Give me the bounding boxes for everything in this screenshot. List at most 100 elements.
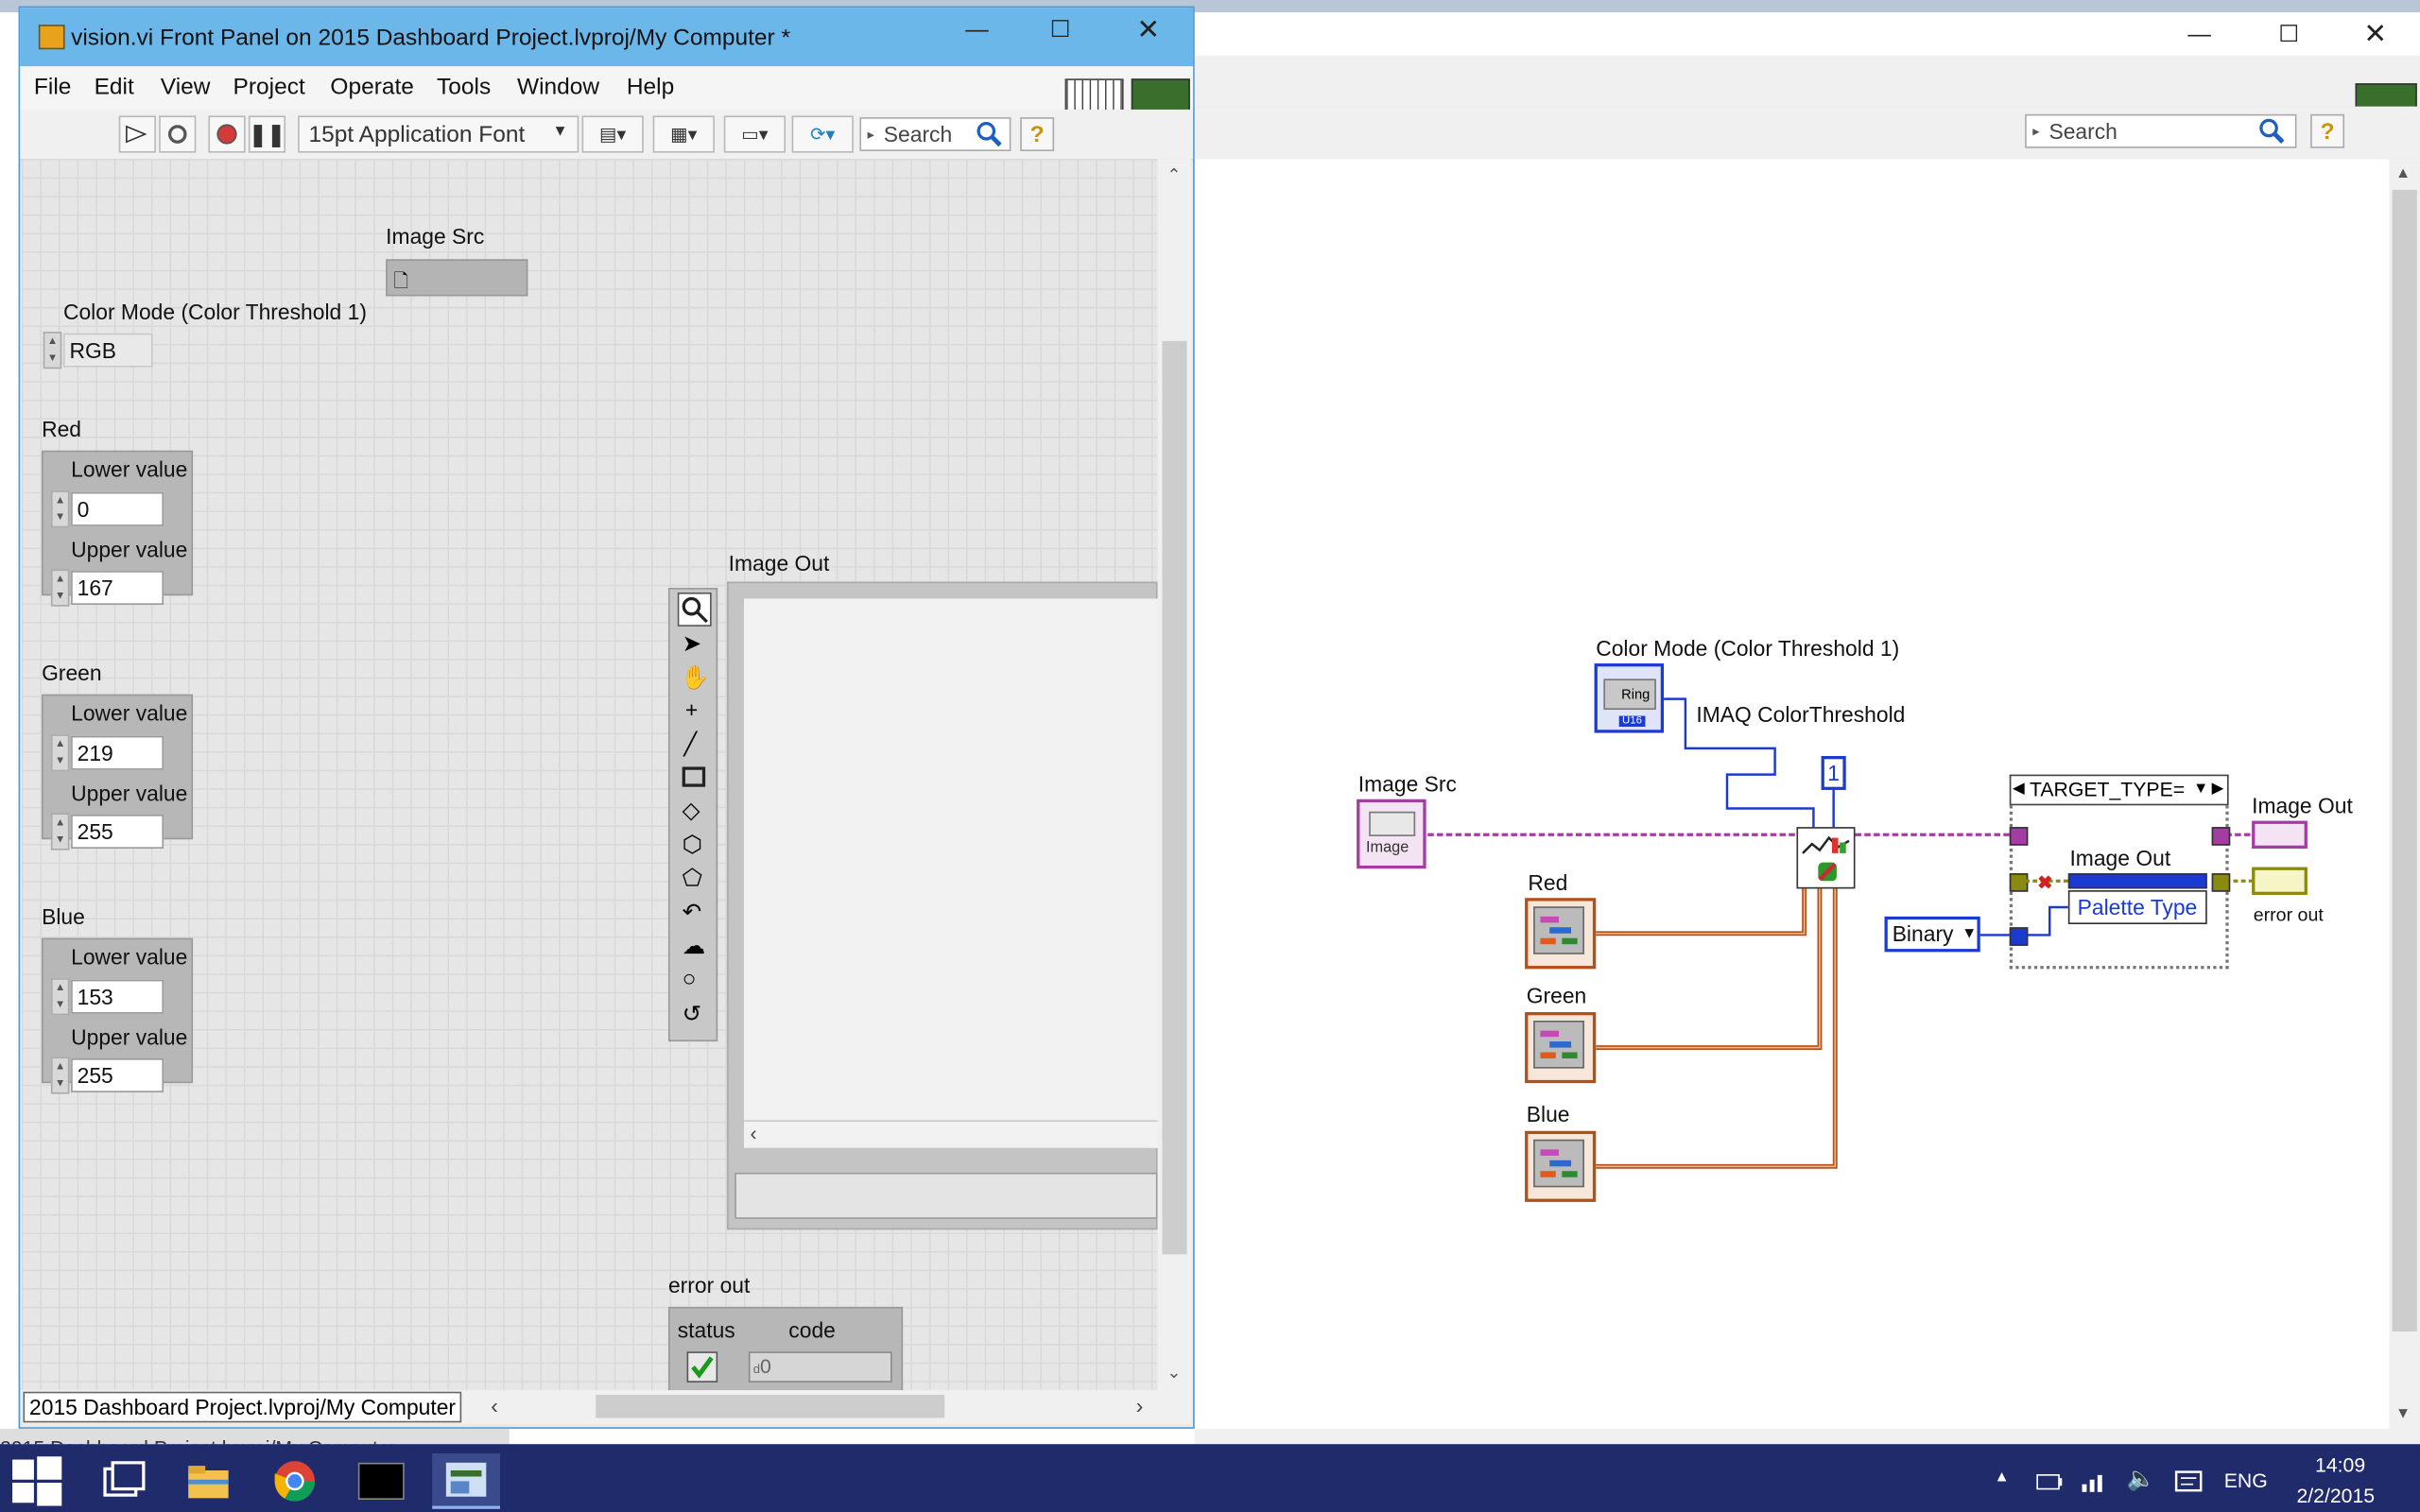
clock-time[interactable]: 14:09 <box>2315 1453 2366 1477</box>
terminal-button[interactable] <box>347 1453 415 1509</box>
case-prev-icon[interactable]: ◀ <box>2013 781 2025 799</box>
menu-view[interactable]: View <box>160 74 211 101</box>
red-upper-value[interactable]: ▲▼ 167 <box>50 569 165 607</box>
bd-scroll-thumb[interactable] <box>2392 189 2417 1332</box>
binary-constant[interactable]: Binary ▼ <box>1884 916 1980 953</box>
distribute-objects-button[interactable]: ▦▾ <box>652 115 715 153</box>
image-out-terminal[interactable] <box>2252 820 2308 849</box>
file-explorer-button[interactable] <box>174 1453 242 1509</box>
menu-project[interactable]: Project <box>233 74 305 101</box>
line-tool-icon[interactable]: ╱ <box>683 730 698 757</box>
help-button[interactable]: ? <box>2310 113 2345 148</box>
reorder-button[interactable]: ⟳▾ <box>791 115 854 153</box>
fp-vertical-scrollbar[interactable]: ⌃ ⌄ <box>1157 159 1192 1391</box>
color-mode-ring[interactable]: ▲▼ RGB <box>43 332 155 369</box>
error-out-terminal[interactable] <box>2252 867 2308 895</box>
fp-hscroll-thumb[interactable] <box>596 1394 945 1418</box>
menu-help[interactable]: Help <box>626 74 675 101</box>
tray-overflow-icon[interactable]: ▲ <box>1994 1469 2010 1486</box>
fp-scroll-thumb[interactable] <box>1162 340 1187 1255</box>
image-hscrollbar[interactable]: ‹ <box>743 1120 1158 1148</box>
green-upper-value[interactable]: ▲▼ 255 <box>50 813 165 850</box>
start-button[interactable] <box>3 1453 71 1509</box>
color-mode-ring-terminal[interactable]: Ring U16 <box>1594 663 1665 733</box>
scroll-up-icon[interactable]: ⌃ <box>1167 166 1182 185</box>
zoom-tool-icon[interactable] <box>677 592 712 627</box>
case-dropdown-icon[interactable]: ▼ <box>2193 781 2209 799</box>
align-objects-button[interactable]: ▤▾ <box>581 115 644 153</box>
case-next-icon[interactable]: ▶ <box>2211 781 2224 799</box>
broken-line-tool-icon[interactable]: ↺ <box>682 1001 702 1028</box>
clock-date[interactable]: 2/2/2015 <box>2296 1484 2376 1508</box>
close-icon[interactable]: ✕ <box>1136 12 1161 44</box>
scroll-left-icon[interactable]: ‹ <box>750 1121 757 1145</box>
scroll-left-icon[interactable]: ‹ <box>491 1393 498 1418</box>
imaq-colorthreshold-vi[interactable] <box>1796 827 1856 889</box>
scroll-down-icon[interactable]: ▼ <box>2394 1405 2411 1423</box>
red-cluster-terminal[interactable] <box>1525 898 1597 970</box>
fp-search-input[interactable]: ▸ Search <box>859 117 1011 152</box>
run-button[interactable] <box>118 115 156 153</box>
rectangle-tool-icon[interactable] <box>682 766 706 787</box>
labview-taskbar-button[interactable] <box>432 1453 500 1509</box>
menu-window[interactable]: Window <box>516 74 600 101</box>
ring-stepper-icon[interactable]: ▲▼ <box>43 332 62 369</box>
menu-edit[interactable]: Edit <box>94 74 134 101</box>
font-dropdown[interactable]: 15pt Application Font ▼ <box>298 115 579 153</box>
bd-search-input[interactable]: ▸ Search <box>2025 113 2297 148</box>
pointer-tool-icon[interactable]: ➤ <box>682 630 702 658</box>
annulus-tool-icon[interactable]: ⬡ <box>682 832 703 858</box>
help-button[interactable]: ? <box>1020 117 1055 152</box>
network-icon[interactable] <box>2081 1469 2108 1498</box>
bd-horizontal-scrollbar[interactable] <box>1194 1428 2420 1445</box>
blue-lower-value[interactable]: ▲▼ 153 <box>50 978 165 1016</box>
rotated-rectangle-tool-icon[interactable]: ◇ <box>682 798 700 824</box>
point-tool-icon[interactable]: + <box>684 696 699 723</box>
property-node-header[interactable] <box>2067 873 2207 889</box>
stepper-icon[interactable]: ▲▼ <box>50 734 70 772</box>
scroll-down-icon[interactable]: ⌄ <box>1167 1364 1182 1383</box>
minimize-icon[interactable]: — <box>2187 21 2211 47</box>
green-cluster-terminal[interactable] <box>1525 1012 1597 1084</box>
blue-cluster-terminal[interactable] <box>1525 1130 1597 1202</box>
close-icon[interactable]: ✕ <box>2363 17 2388 49</box>
oval-tool-icon[interactable]: ○ <box>682 966 697 992</box>
project-path-field[interactable]: 2015 Dashboard Project.lvproj/My Compute… <box>23 1391 462 1423</box>
case-selector[interactable]: ◀ TARGET_TYPE= ▼ ▶ <box>2009 774 2229 806</box>
pause-button[interactable]: ❚❚ <box>248 115 286 153</box>
image-src-control[interactable]: 🗋 <box>386 259 528 297</box>
volume-icon[interactable]: 🔈 <box>2126 1466 2156 1492</box>
maximize-icon[interactable]: ☐ <box>1049 16 1071 43</box>
polygon-tool-icon[interactable]: ⬠ <box>682 865 702 892</box>
minimize-icon[interactable]: — <box>965 16 989 43</box>
bd-vertical-scrollbar[interactable]: ▲ ▼ <box>2389 159 2420 1433</box>
language-indicator[interactable]: ENG <box>2223 1469 2268 1492</box>
freehand-region-tool-icon[interactable]: ☁ <box>682 933 706 960</box>
maximize-icon[interactable]: ☐ <box>2278 21 2300 48</box>
power-icon[interactable] <box>2034 1469 2066 1498</box>
scroll-right-icon[interactable]: › <box>1135 1393 1144 1418</box>
scroll-up-icon[interactable]: ▲ <box>2394 164 2411 182</box>
menu-operate[interactable]: Operate <box>330 74 414 101</box>
abort-button[interactable] <box>208 115 246 153</box>
constant-one[interactable]: 1 <box>1821 756 1846 790</box>
action-center-icon[interactable] <box>2173 1469 2204 1501</box>
stepper-icon[interactable]: ▲▼ <box>50 813 70 850</box>
freehand-line-tool-icon[interactable]: ↶ <box>682 899 702 926</box>
pan-tool-icon[interactable]: ✋ <box>681 664 710 692</box>
stepper-icon[interactable]: ▲▼ <box>50 1057 70 1094</box>
run-continuously-button[interactable] <box>159 115 197 153</box>
red-lower-value[interactable]: ▲▼ 0 <box>50 490 165 528</box>
chrome-button[interactable] <box>261 1453 329 1509</box>
menu-tools[interactable]: Tools <box>437 74 492 101</box>
green-lower-value[interactable]: ▲▼ 219 <box>50 734 165 772</box>
palette-type-property[interactable]: Palette Type <box>2067 890 2207 924</box>
resize-objects-button[interactable]: ▭▾ <box>723 115 786 153</box>
image-src-terminal[interactable]: Image <box>1357 799 1426 869</box>
blue-upper-value[interactable]: ▲▼ 255 <box>50 1057 165 1094</box>
image-out-display[interactable] <box>743 598 1158 1121</box>
task-view-button[interactable] <box>90 1453 158 1509</box>
stepper-icon[interactable]: ▲▼ <box>50 569 70 607</box>
stepper-icon[interactable]: ▲▼ <box>50 978 70 1016</box>
menu-file[interactable]: File <box>33 74 72 101</box>
